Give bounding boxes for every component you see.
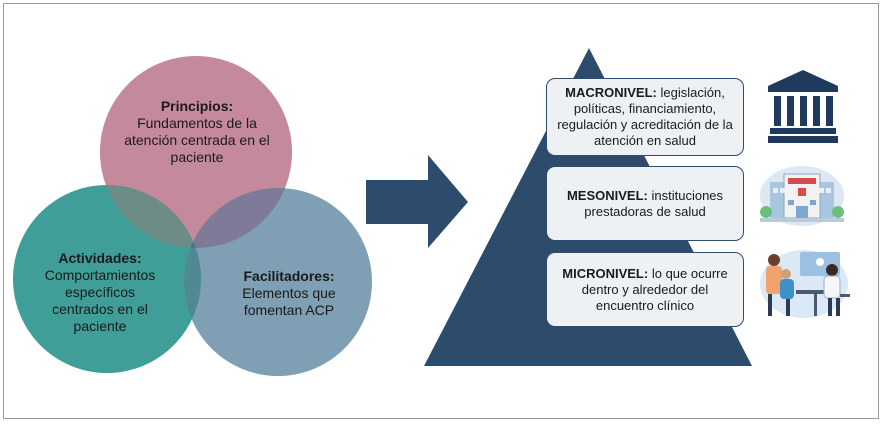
overlap-principios-actividades [100,185,201,248]
right-arrow [366,155,468,248]
facilitadores-label: Facilitadores: Elementos que fomentan AC… [224,268,354,319]
venn-diagram [13,56,372,376]
principios-label: Principios: Fundamentos de la atención c… [122,98,272,166]
macronivel-text: legislación, políticas, financiamiento, … [557,85,733,148]
mesonivel-text: instituciones prestadoras de salud [584,187,724,219]
macronivel-box: MACRONIVEL: legislación, políticas, fina… [546,78,744,156]
micronivel-title: MICRONIVEL: [562,265,649,281]
mesonivel-box: MESONIVEL: instituciones prestadoras de … [546,166,744,241]
micronivel-text: lo que ocurre dentro y alrededor del enc… [581,265,728,313]
principios-text: Fundamentos de la atención centrada en e… [124,115,270,165]
overlap-principios-facilitadores [184,188,292,248]
micronivel-box: MICRONIVEL: lo que ocurre dentro y alred… [546,252,744,327]
mesonivel-title: MESONIVEL: [566,187,648,203]
government-building-icon [768,70,838,143]
doctor-patient-consultation-icon [760,250,850,318]
macronivel-title: MACRONIVEL: [565,85,657,100]
facilitadores-title: Facilitadores: [243,268,335,284]
facilitadores-text: Elementos que fomentan ACP [242,285,336,318]
actividades-text: Comportamientos específicos centrados en… [44,267,156,334]
actividades-label: Actividades: Comportamientos específicos… [34,250,166,335]
principios-title: Principios: [160,98,234,114]
hospital-building-icon [760,166,844,226]
actividades-title: Actividades: [58,250,142,266]
